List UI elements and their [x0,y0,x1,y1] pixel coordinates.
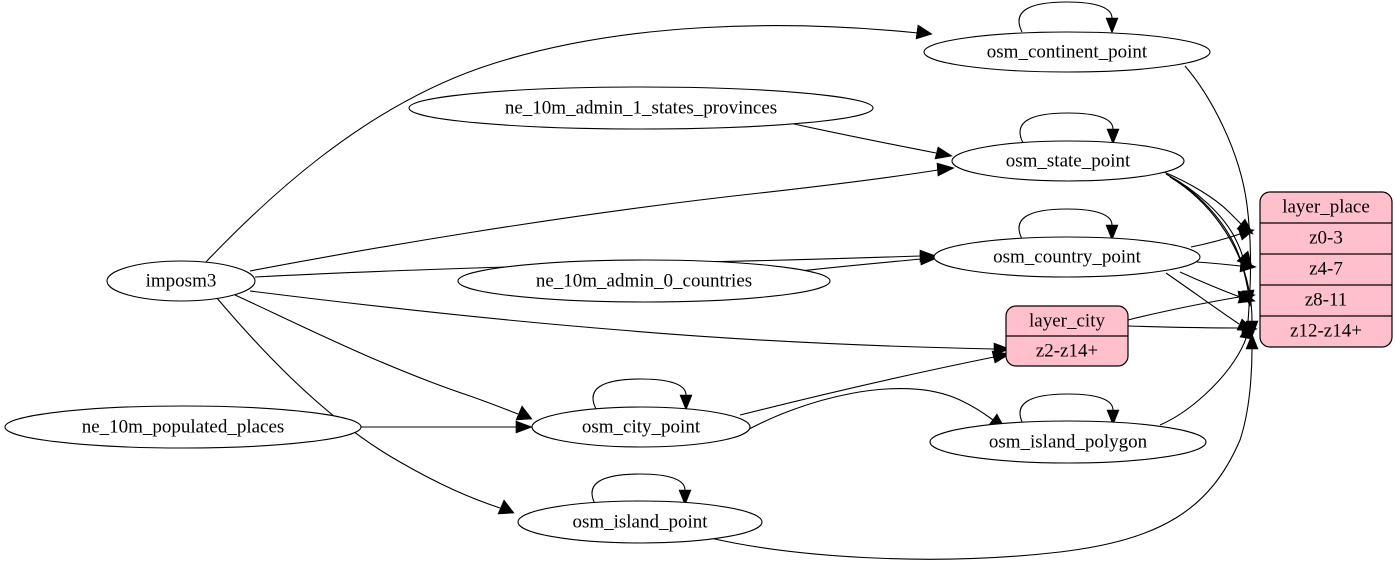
edge-osm_state_point-to-layer_place-z8 [1167,174,1255,307]
record-row-layer-city-z2-z14[interactable]: z2-z14+ [1036,340,1098,361]
node-label-osm-state-point: osm_state_point [1006,150,1131,171]
node-layer: imposm3 ne_10m_admin_1_states_provinces … [4,31,1211,544]
node-label-osm-continent-point: osm_continent_point [987,41,1148,62]
node-osm-city-point[interactable]: osm_city_point [531,406,751,448]
self-loop-osm_state_point [1019,112,1120,145]
self-loop-osm_city_point [592,378,693,411]
edge-layer [204,1,1259,560]
record-title-layer-city: layer_city [1029,310,1105,331]
node-osm-island-point[interactable]: osm_island_point [517,500,763,544]
node-ne-10m-populated-places[interactable]: ne_10m_populated_places [4,405,362,449]
self-loop-osm_island_polygon [1019,393,1120,426]
edge-layer_city-to-layer_place-z12 [1127,321,1258,335]
self-loop-osm_country_point [1018,208,1119,241]
node-label-ne-states: ne_10m_admin_1_states_provinces [505,97,777,118]
node-osm-continent-point[interactable]: osm_continent_point [923,31,1211,73]
edge-osm_island_point-to-layer_place-z12 [705,333,1259,560]
edge-imposm3-to-osm_state_point [249,162,955,272]
edge-osm_island_polygon-to-layer_place-z12 [1159,321,1253,426]
node-label-imposm3: imposm3 [146,270,217,291]
node-label-osm-city-point: osm_city_point [582,416,701,437]
self-loop-osm_continent_point [1018,1,1119,34]
node-osm-state-point[interactable]: osm_state_point [951,140,1185,182]
record-row-layer-place-z8-11[interactable]: z8-11 [1305,289,1348,310]
node-label-ne-populated: ne_10m_populated_places [82,416,285,437]
edge-ne_populated-to-osm_city_point [361,420,533,434]
self-loop-osm_island_point [591,473,692,506]
node-label-ne-countries: ne_10m_admin_0_countries [536,270,752,291]
node-label-osm-island-point: osm_island_point [572,511,708,532]
edge-layer_city-to-layer_place-z8 [1127,290,1256,321]
record-layer: layer_city z2-z14+ layer_place z0-3 z4-7… [1005,191,1393,367]
node-imposm3[interactable]: imposm3 [106,260,256,302]
node-label-osm-country-point: osm_country_point [993,246,1141,267]
edge-osm_city_point-to-osm_island_polygon [741,388,1006,434]
node-osm-country-point[interactable]: osm_country_point [933,236,1201,278]
node-osm-island-polygon[interactable]: osm_island_polygon [929,420,1207,464]
edge-imposm3-to-osm_city_point [234,294,533,421]
node-label-osm-island-polygon: osm_island_polygon [989,431,1148,452]
record-row-layer-place-z0-3[interactable]: z0-3 [1309,227,1343,248]
record-title-layer-place: layer_place [1282,196,1370,217]
record-row-layer-place-z12-z14[interactable]: z12-z14+ [1290,320,1362,341]
record-node-layer-place[interactable]: layer_place z0-3 z4-7 z8-11 z12-z14+ [1259,191,1393,348]
node-ne-10m-admin-1-states-provinces[interactable]: ne_10m_admin_1_states_provinces [408,86,874,130]
edge-imposm3-to-osm_continent_point [204,24,933,264]
edge-ne_countries-to-osm_country_point [799,252,938,272]
edge-ne_states-to-osm_state_point [793,123,953,160]
edge-imposm3-to-osm_island_point [215,296,515,515]
record-node-layer-city[interactable]: layer_city z2-z14+ [1005,305,1129,367]
edge-osm_country_point-to-layer_place-z4 [1196,259,1257,273]
node-ne-10m-admin-0-countries[interactable]: ne_10m_admin_0_countries [457,259,831,303]
edge-osm_country_point-to-layer_place-z0 [1190,227,1255,248]
record-row-layer-place-z4-7[interactable]: z4-7 [1309,258,1343,279]
